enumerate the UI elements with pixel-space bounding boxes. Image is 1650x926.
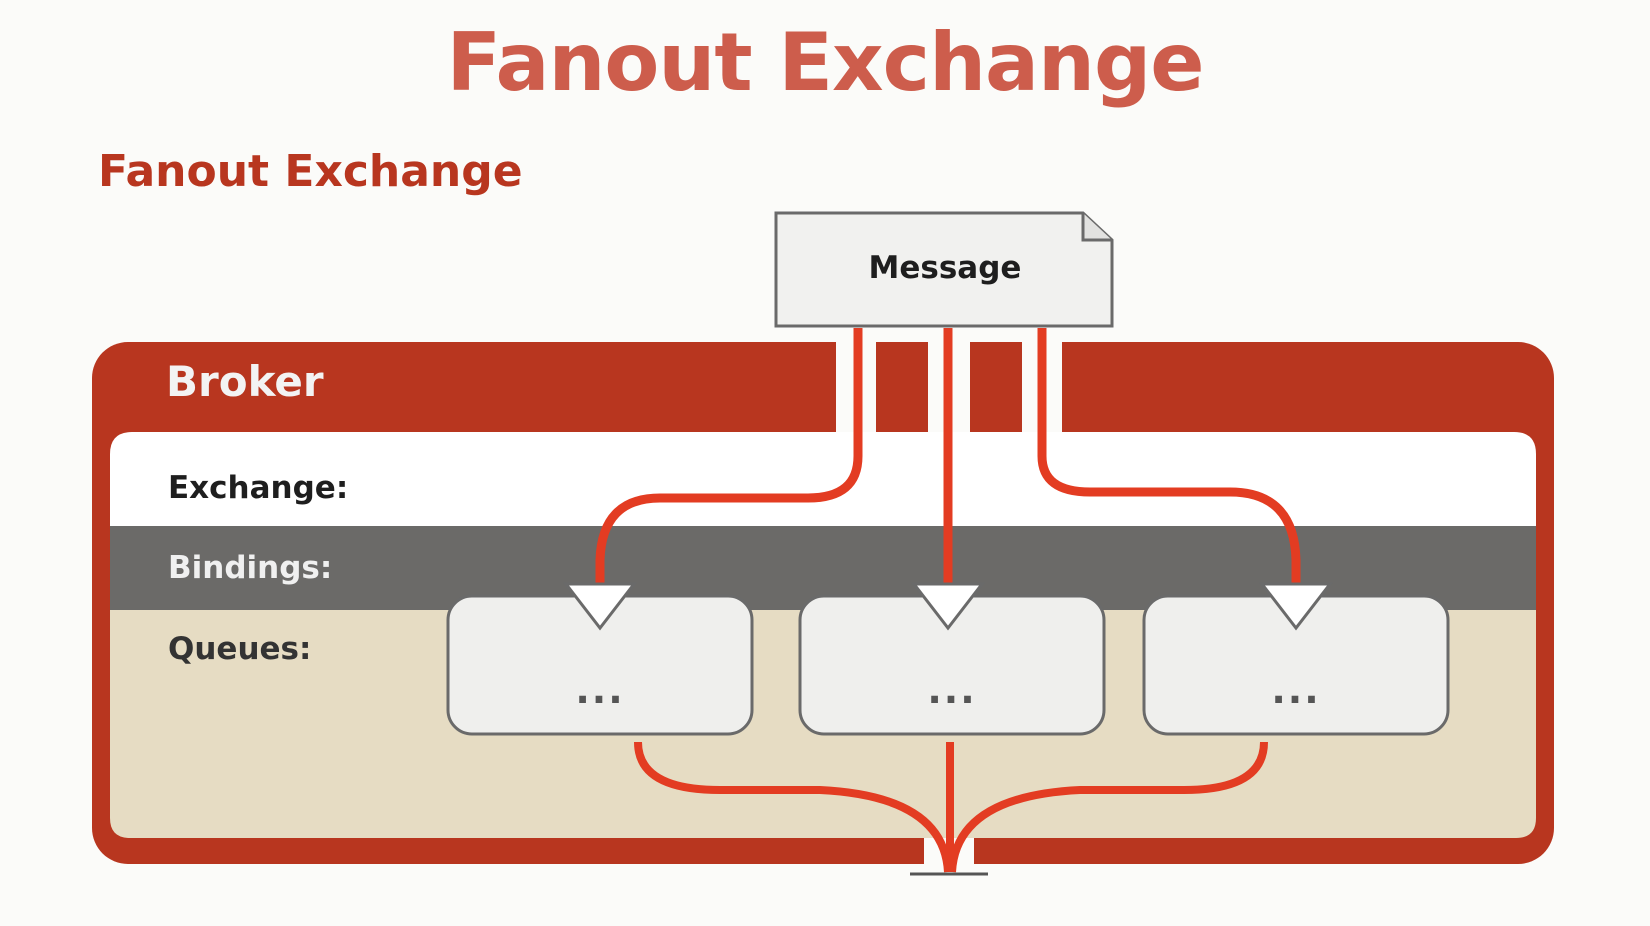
arrowhead-middle xyxy=(910,582,986,631)
diagram-subtitle: Fanout Exchange xyxy=(98,146,523,197)
fanout-line-right xyxy=(1037,328,1301,588)
arrowhead-right xyxy=(1258,582,1334,631)
bindings-row-label: Bindings: xyxy=(168,550,333,586)
arrowhead-left xyxy=(562,582,638,631)
message-label: Message xyxy=(868,250,1022,286)
output-line-left xyxy=(634,741,952,873)
exchange-row xyxy=(110,432,1536,526)
message-box-fold xyxy=(1081,213,1112,242)
queues-row-label: Queues: xyxy=(168,631,312,667)
exchange-row-label: Exchange: xyxy=(168,470,349,506)
fanout-line-left xyxy=(595,328,863,588)
page-title: Fanout Exchange xyxy=(446,16,1205,109)
queue-3-label: ... xyxy=(1271,668,1321,712)
broker-label: Broker xyxy=(166,357,324,406)
queue-1-label: ... xyxy=(575,668,625,712)
message-box xyxy=(774,211,1114,328)
output-line-right xyxy=(948,741,1268,873)
queue-2-label: ... xyxy=(927,668,977,712)
